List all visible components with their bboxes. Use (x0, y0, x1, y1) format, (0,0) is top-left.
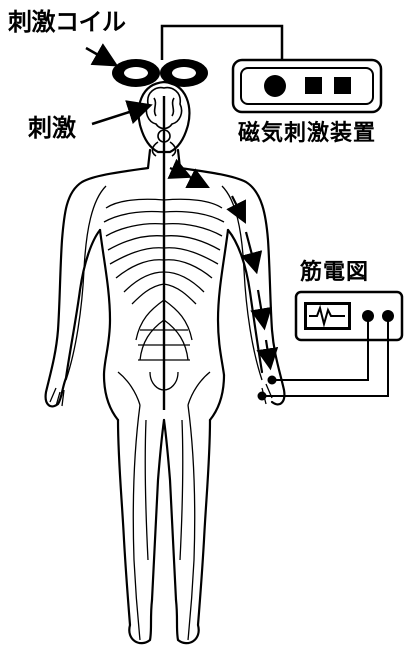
emg-device (296, 292, 402, 340)
emg-label: 筋電図 (300, 262, 369, 284)
magnetic-stimulator (233, 60, 381, 112)
stimulator-label: 磁気刺激装置 (238, 123, 376, 145)
coil-label: 刺激コイル (8, 10, 126, 34)
rib-nerves (50, 186, 272, 640)
coil-cable (162, 26, 282, 60)
stimulus-label: 刺激 (28, 116, 76, 140)
conduction-arrows (170, 168, 270, 366)
